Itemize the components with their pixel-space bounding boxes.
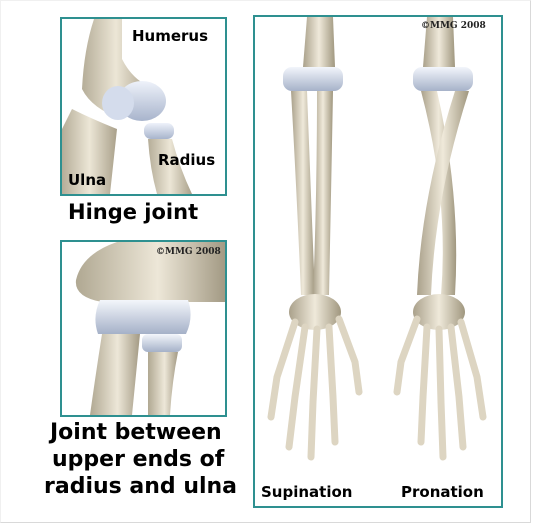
supination-label: Supination [261, 483, 352, 501]
radioulnar-joint-panel: ©MMG 2008 [60, 240, 227, 417]
radioulnar-caption-line-3: radius and ulna [44, 474, 237, 499]
radioulnar-copyright: ©MMG 2008 [156, 247, 221, 257]
hinge-joint-caption: Hinge joint [68, 200, 198, 224]
forearm-copyright: ©MMG 2008 [421, 21, 486, 31]
radioulnar-illustration [62, 242, 225, 415]
forearm-skeleton-illustration [255, 17, 501, 506]
humerus-label: Humerus [132, 27, 208, 45]
radioulnar-caption-line-1: Joint between [50, 420, 222, 445]
hinge-joint-panel: Humerus Radius Ulna [60, 17, 227, 196]
ulna-label: Ulna [68, 171, 106, 189]
pronation-arm [397, 17, 483, 457]
supination-arm [271, 17, 359, 457]
radioulnar-caption-line-2: upper ends of [52, 447, 224, 472]
pronation-label: Pronation [401, 483, 484, 501]
radius-label: Radius [158, 151, 215, 169]
forearm-rotation-panel: ©MMG 2008 Supination Pronation [253, 15, 503, 508]
